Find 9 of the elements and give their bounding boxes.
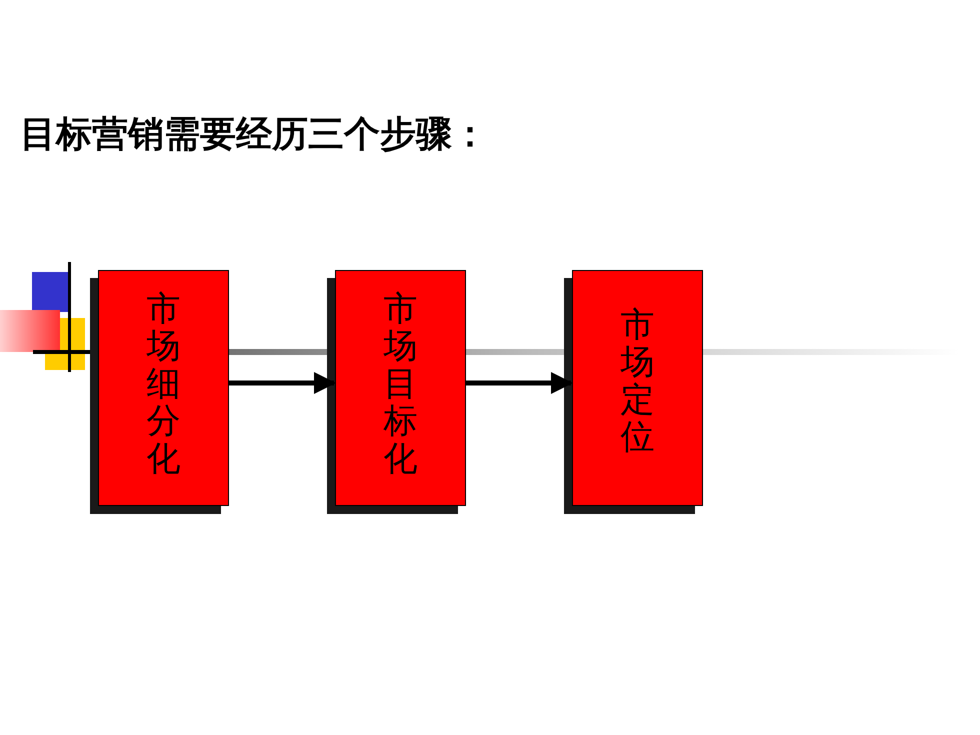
- title: 目标营销需要经历三个步骤：: [20, 113, 488, 157]
- step-label: 市场定位: [620, 307, 654, 460]
- process-box: [98, 270, 229, 506]
- process-box: [335, 270, 466, 506]
- process-box: [572, 270, 703, 506]
- arrow: [229, 372, 336, 394]
- step-label: 市场目标化: [384, 291, 418, 481]
- step-label: 市场细分化: [146, 291, 180, 481]
- arrow: [466, 372, 573, 394]
